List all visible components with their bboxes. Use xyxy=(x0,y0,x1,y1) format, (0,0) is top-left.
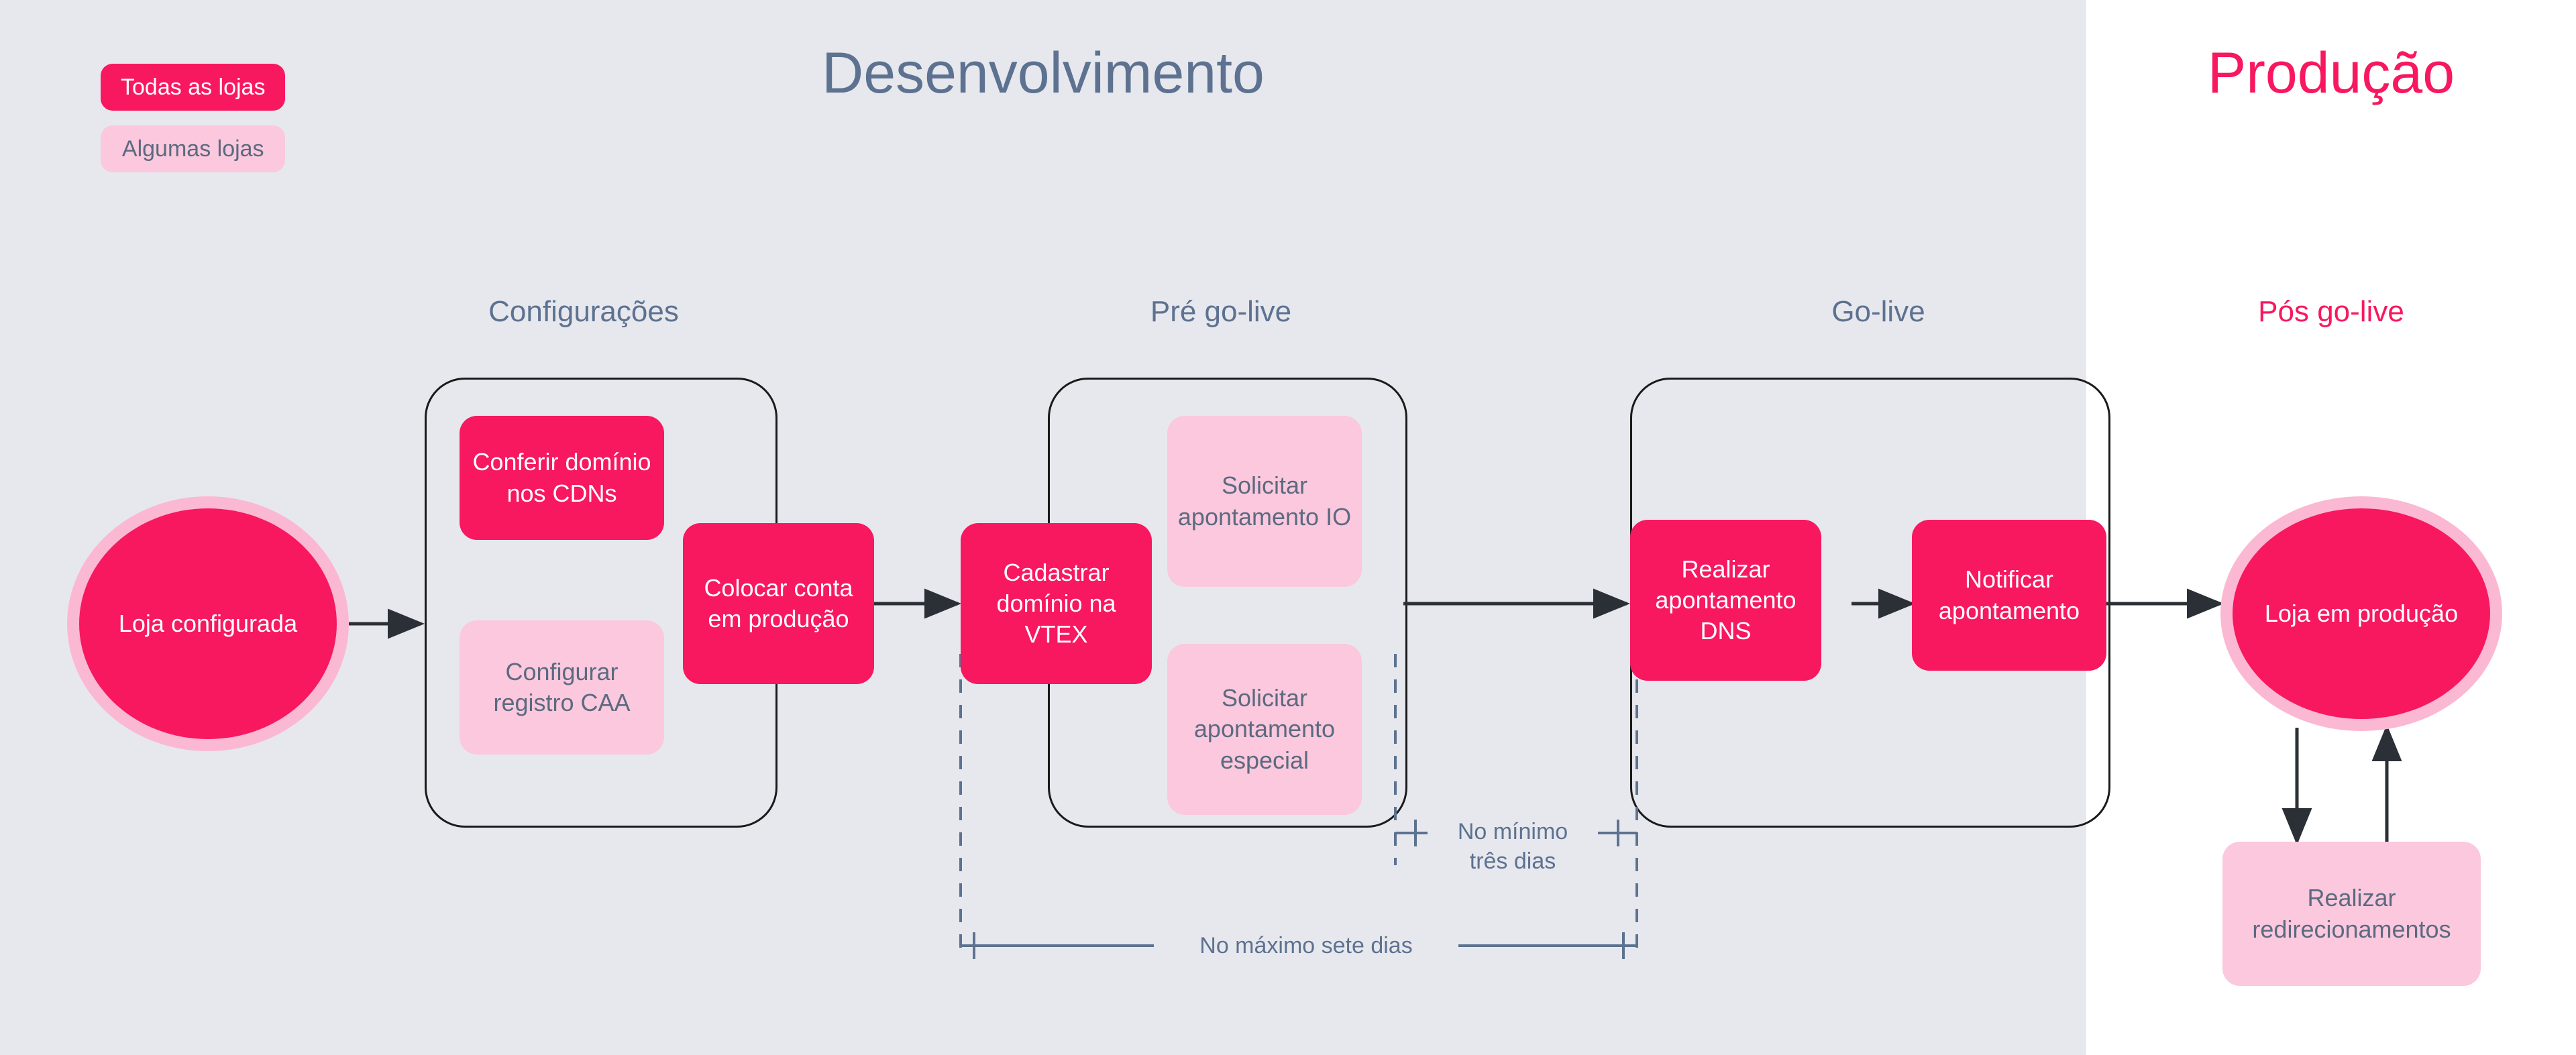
node-loja-configurada[interactable]: Loja configurada xyxy=(67,496,349,751)
column-header-pre-go-live: Pré go-live xyxy=(1150,295,1292,328)
annotation-min-three-days: No mínimo três dias xyxy=(1428,817,1598,877)
node-colocar-conta-producao[interactable]: Colocar conta em produção xyxy=(683,523,874,684)
node-solicitar-apontamento-io[interactable]: Solicitar apontamento IO xyxy=(1167,416,1362,587)
column-header-pos-go-live: Pós go-live xyxy=(2258,295,2404,328)
node-realizar-redirecionamentos[interactable]: Realizar redirecionamentos xyxy=(2222,842,2481,986)
column-header-configuracoes: Configurações xyxy=(488,295,679,328)
node-solicitar-apontamento-especial[interactable]: Solicitar apontamento especial xyxy=(1167,644,1362,815)
node-notificar-apontamento[interactable]: Notificar apontamento xyxy=(1912,520,2106,671)
legend-badge-all-stores[interactable]: Todas as lojas xyxy=(101,64,286,111)
annotation-max-seven-days: No máximo sete dias xyxy=(1154,931,1458,961)
legend-badge-some-stores[interactable]: Algumas lojas xyxy=(101,125,286,172)
node-realizar-apontamento-dns[interactable]: Realizar apontamento DNS xyxy=(1630,520,1821,681)
node-conferir-dominio-cdns[interactable]: Conferir domínio nos CDNs xyxy=(460,416,664,540)
development-title: Desenvolvimento xyxy=(822,41,1265,105)
node-loja-em-producao[interactable]: Loja em produção xyxy=(2220,496,2502,731)
column-header-go-live: Go-live xyxy=(1831,295,1925,328)
node-configurar-registro-caa[interactable]: Configurar registro CAA xyxy=(460,620,664,755)
legend: Todas as lojas Algumas lojas xyxy=(101,64,286,172)
production-title: Produção xyxy=(2207,41,2455,105)
node-cadastrar-dominio-vtex[interactable]: Cadastrar domínio na VTEX xyxy=(961,523,1152,684)
